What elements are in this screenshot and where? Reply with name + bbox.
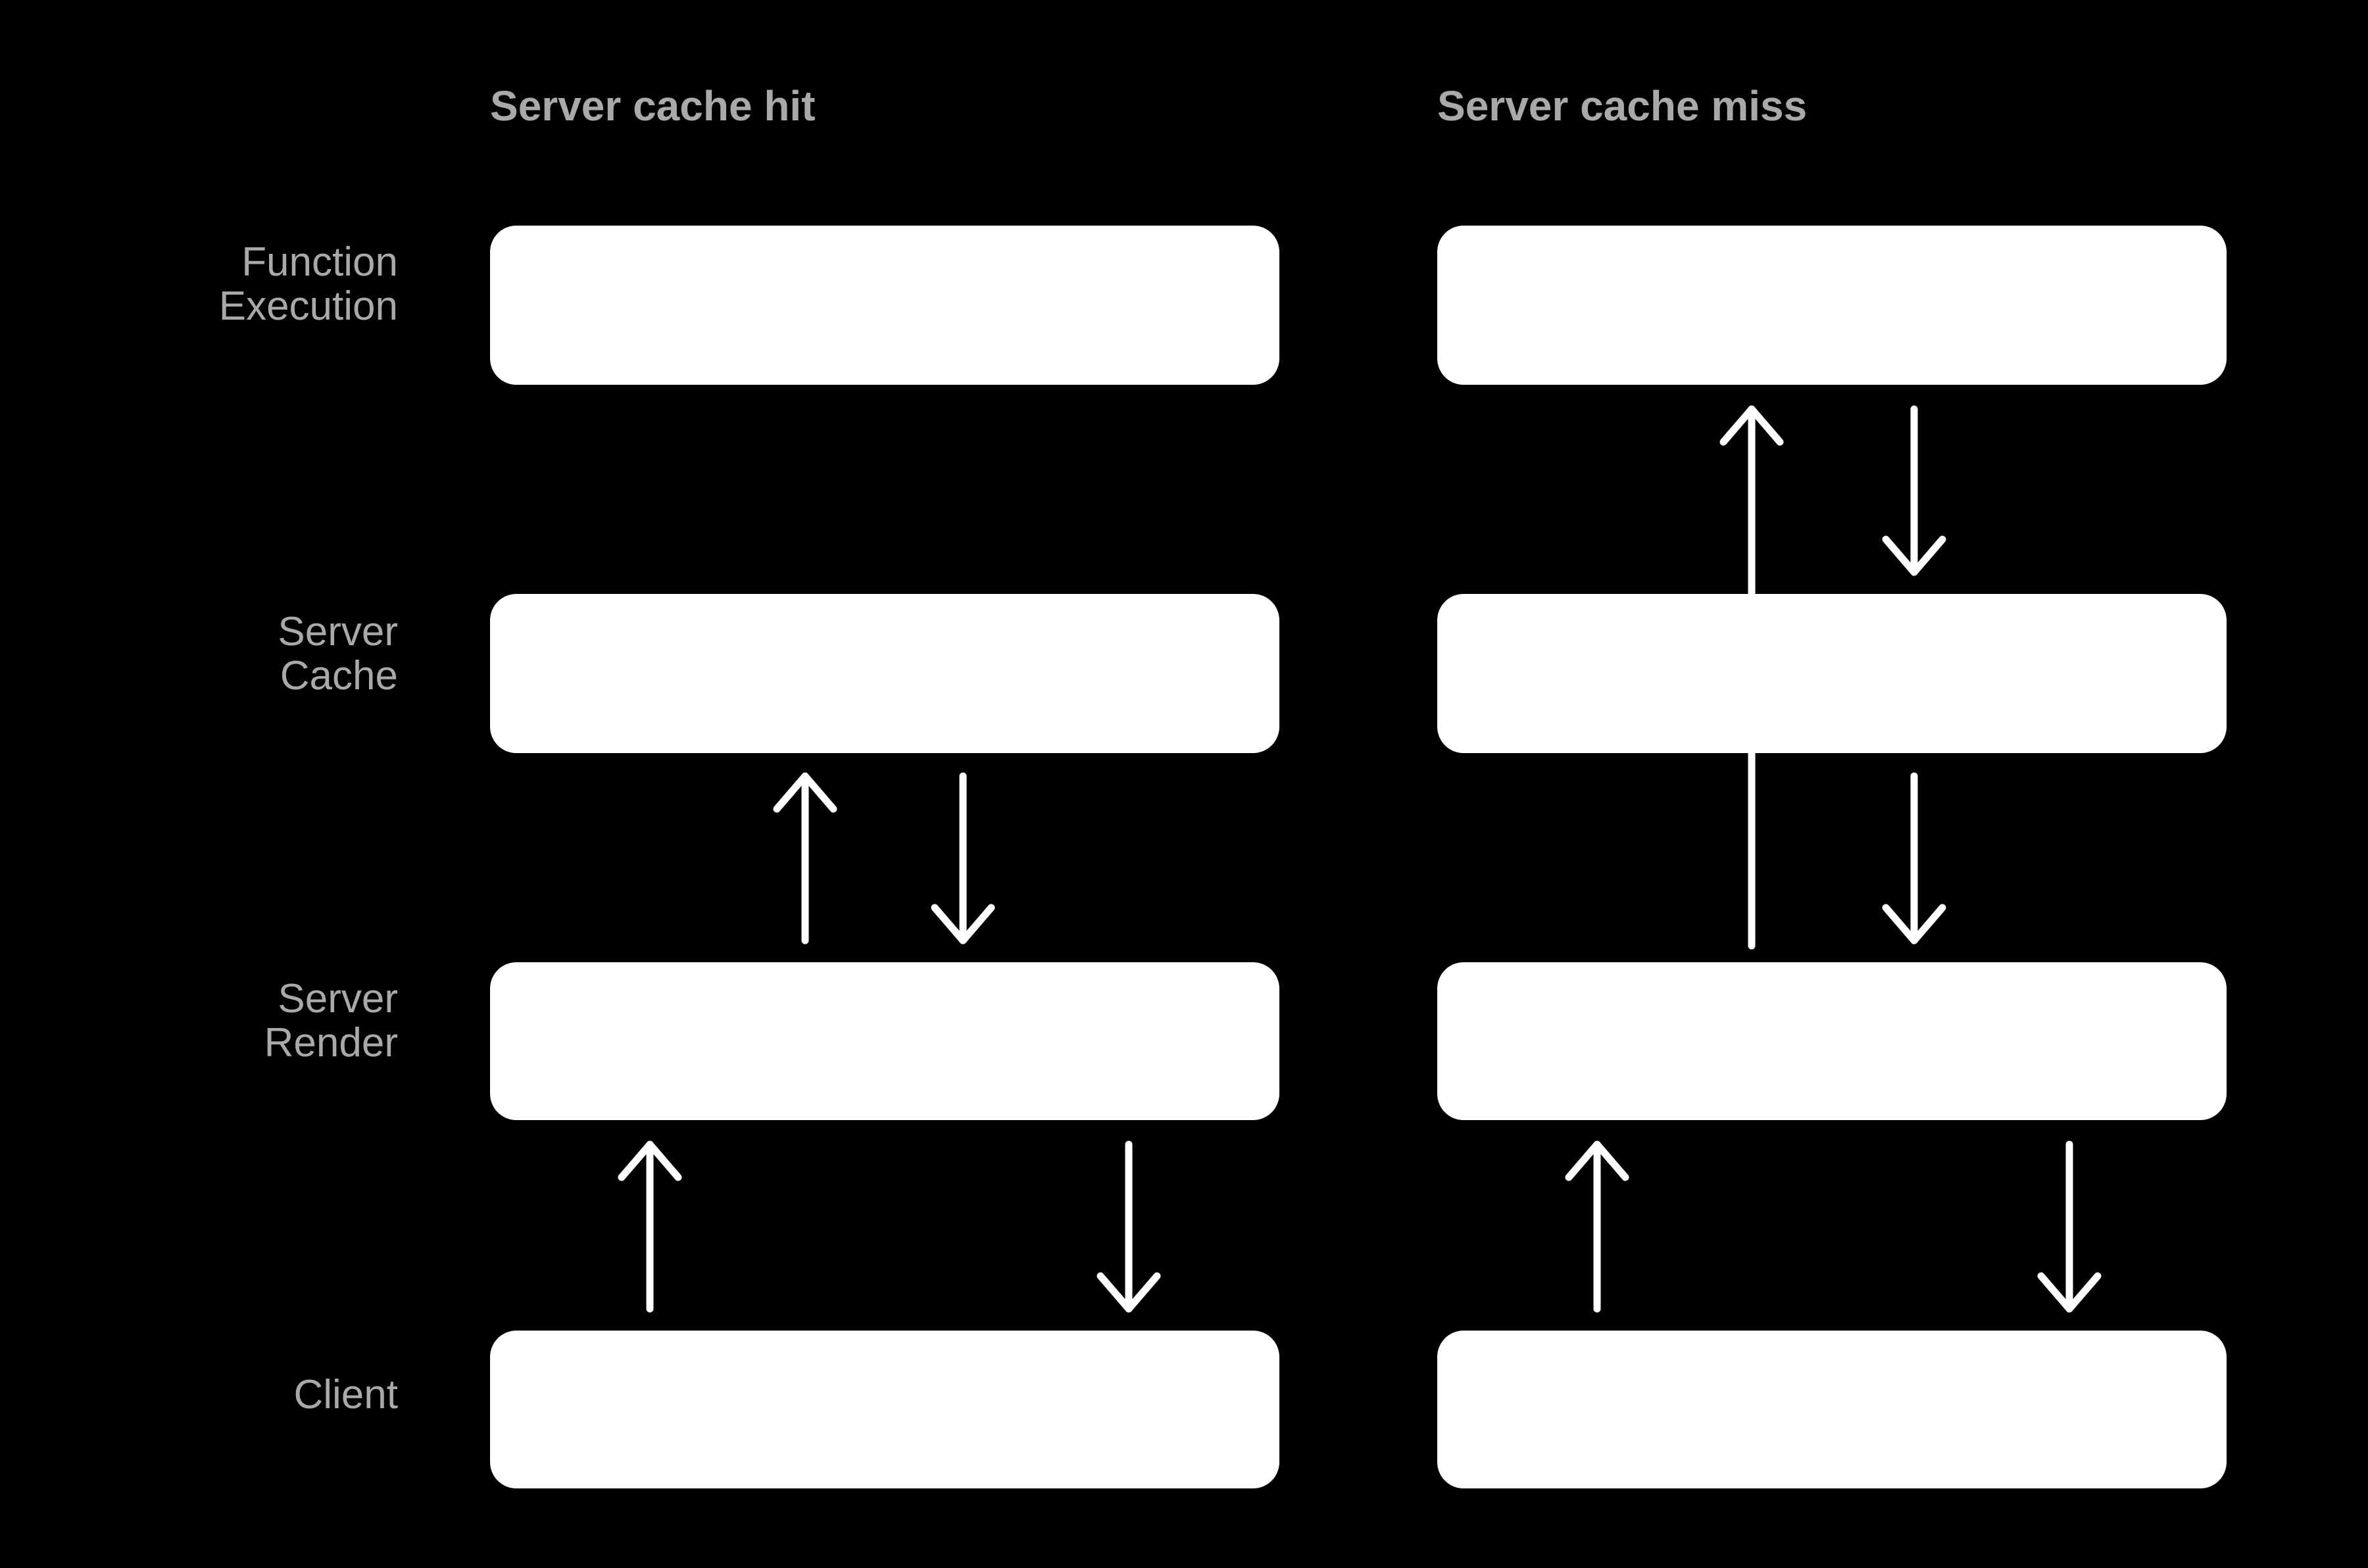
node-hit-server-cache[interactable] <box>490 594 1279 753</box>
row-label-server-render: Server Render <box>264 976 398 1066</box>
node-miss-function-execution[interactable] <box>1437 226 2227 385</box>
arrow-miss-server-cache-to-server-render <box>1882 772 1946 944</box>
arrow-miss-function-execution-to-server-cache <box>1882 405 1946 576</box>
row-label-server-cache: Server Cache <box>278 609 398 698</box>
column-header-server-cache-hit: Server cache hit <box>490 82 816 130</box>
node-miss-server-render[interactable] <box>1437 962 2227 1120</box>
row-label-function-execution: Function Execution <box>218 239 398 329</box>
arrow-miss-client-to-server-render <box>1565 1140 1629 1313</box>
arrow-hit-client-to-server-render <box>618 1140 682 1313</box>
arrow-hit-server-cache-to-server-render <box>931 772 995 944</box>
node-miss-client[interactable] <box>1437 1331 2227 1488</box>
node-miss-server-cache[interactable] <box>1437 594 2227 753</box>
arrow-hit-server-render-to-client <box>1097 1140 1161 1313</box>
arrow-hit-server-render-to-server-cache <box>773 772 837 944</box>
arrow-miss-server-render-to-client <box>2037 1140 2102 1313</box>
row-label-client: Client <box>293 1372 398 1417</box>
node-hit-function-execution[interactable] <box>490 226 1279 385</box>
node-hit-server-render[interactable] <box>490 962 1279 1120</box>
column-header-server-cache-miss: Server cache miss <box>1437 82 1808 130</box>
node-hit-client[interactable] <box>490 1331 1279 1488</box>
